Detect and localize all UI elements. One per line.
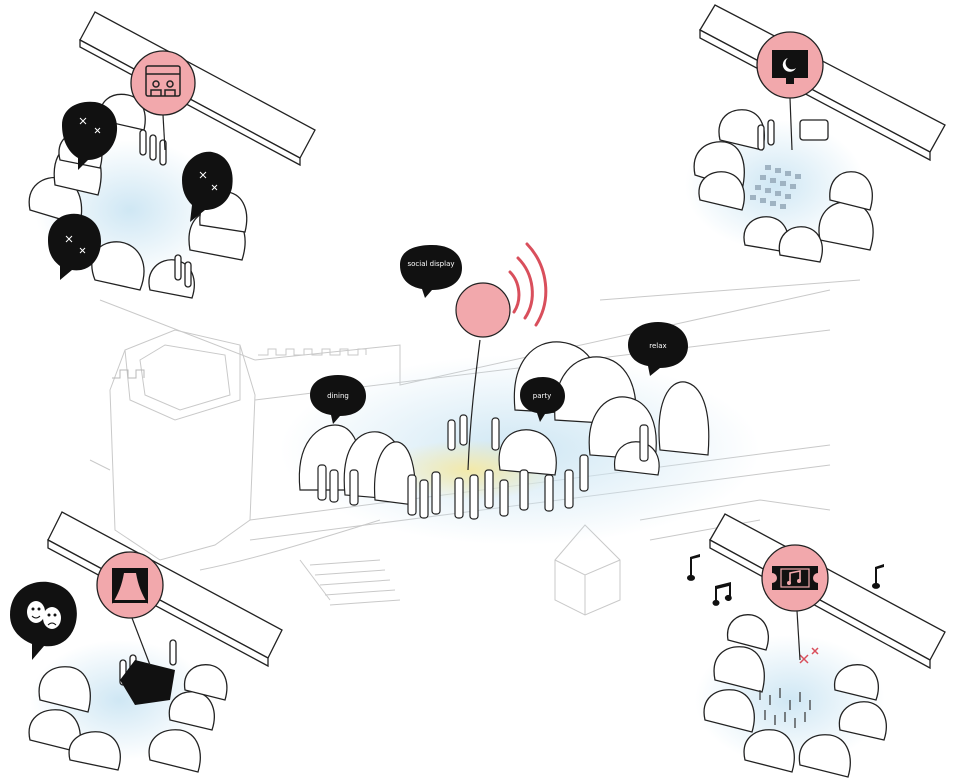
bubble-text: dining (327, 392, 349, 400)
dark-bubble (48, 213, 102, 280)
pod (498, 429, 557, 476)
vignette-bottom-right (686, 513, 946, 778)
theater-stage-audience-icon[interactable] (130, 50, 196, 116)
dark-bubble (182, 151, 233, 222)
music-note-icon (686, 554, 884, 589)
speech-bubble-center-left: dining (310, 375, 366, 424)
broadcast-waves-icon (508, 242, 548, 327)
vignette-top-left (28, 11, 316, 299)
dark-bubble (120, 660, 175, 705)
music-ticket-icon[interactable] (761, 544, 829, 612)
bubble-text: party (533, 392, 552, 400)
speech-bubble-center-mid: party (520, 377, 565, 422)
speech-bubble-center-right: relax (628, 322, 688, 376)
seat-grid (750, 165, 801, 209)
broadcast-balloon[interactable] (455, 242, 548, 338)
cinema-screen-moon-icon[interactable] (756, 31, 824, 99)
central-installation (280, 339, 760, 545)
dark-bubble (62, 101, 118, 170)
double-music-note-icon (712, 582, 732, 606)
vignette-bottom-left (10, 511, 283, 773)
vignette-top-right (685, 4, 946, 263)
stage-curtain-icon[interactable] (96, 551, 164, 619)
comedy-tragedy-masks-icon (10, 581, 77, 660)
bubble-text: social display (407, 260, 454, 268)
pod (658, 381, 710, 456)
bubble-text: relax (649, 342, 666, 350)
speech-bubble-center-top: social display (400, 245, 462, 298)
crowd-figures (759, 688, 811, 728)
